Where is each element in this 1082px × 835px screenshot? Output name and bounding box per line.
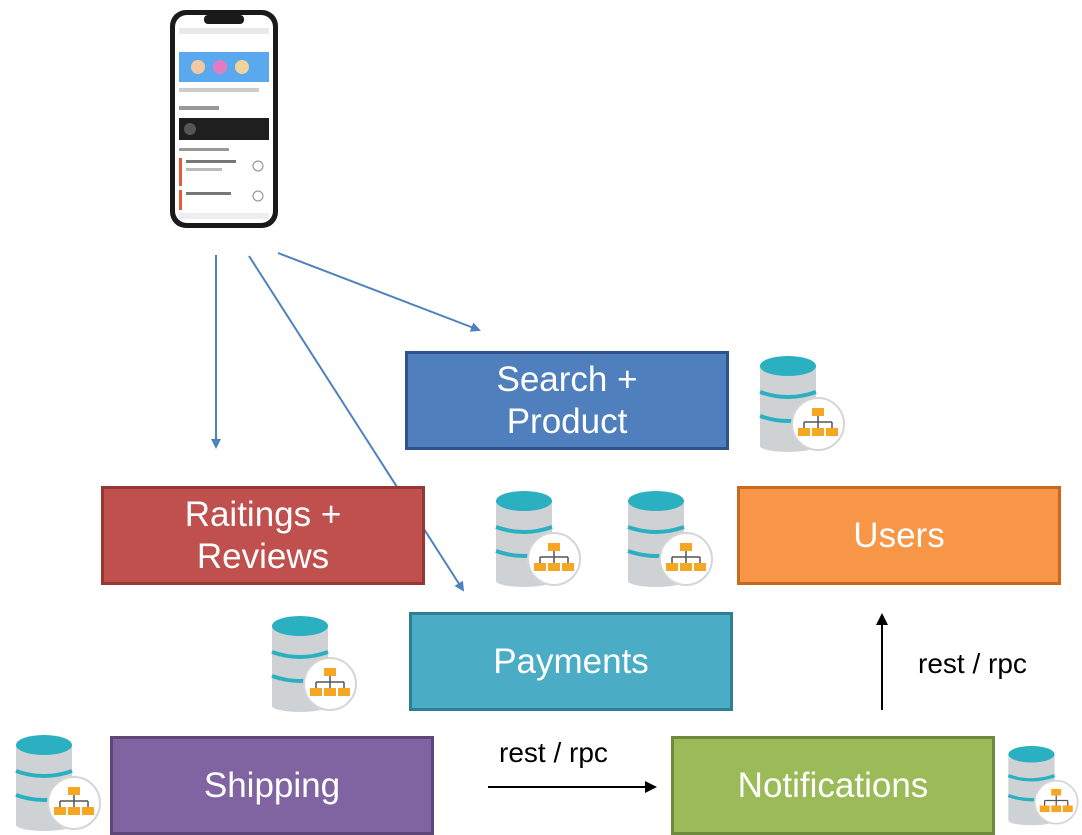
users-service-label: Users	[853, 515, 945, 555]
payments-service-label: Payments	[493, 641, 649, 681]
shipping-notifications-protocol-label: rest / rpc	[499, 737, 608, 768]
notifications-users-protocol-label: rest / rpc	[918, 648, 1027, 679]
notifications-service: Notifications	[671, 736, 995, 835]
database-icon-search	[759, 356, 845, 452]
shipping-service: Shipping	[110, 736, 434, 835]
payments-service: Payments	[409, 612, 733, 711]
search-service-label-line2: Product	[506, 401, 628, 441]
ratings-reviews-service: Raitings + Reviews	[101, 486, 425, 585]
search-product-service: Search + Product	[405, 351, 729, 450]
database-icon-shipping	[15, 735, 101, 831]
ratings-service-label-line1: Raitings +	[184, 494, 342, 534]
database-icon-users	[627, 491, 713, 587]
users-service: Users	[737, 486, 1061, 585]
database-icon-payments	[271, 616, 357, 712]
database-icon-ratings	[495, 491, 581, 587]
database-icon-notifications	[1007, 746, 1079, 826]
shipping-service-label: Shipping	[203, 765, 341, 805]
search-service-label-line1: Search +	[496, 359, 638, 399]
ratings-service-label-line2: Reviews	[196, 536, 330, 576]
notifications-service-label: Notifications	[737, 765, 929, 805]
arrow-client-to-payments	[248, 255, 465, 592]
arrow-client-to-search	[277, 252, 481, 332]
mobile-phone-icon	[170, 10, 278, 228]
